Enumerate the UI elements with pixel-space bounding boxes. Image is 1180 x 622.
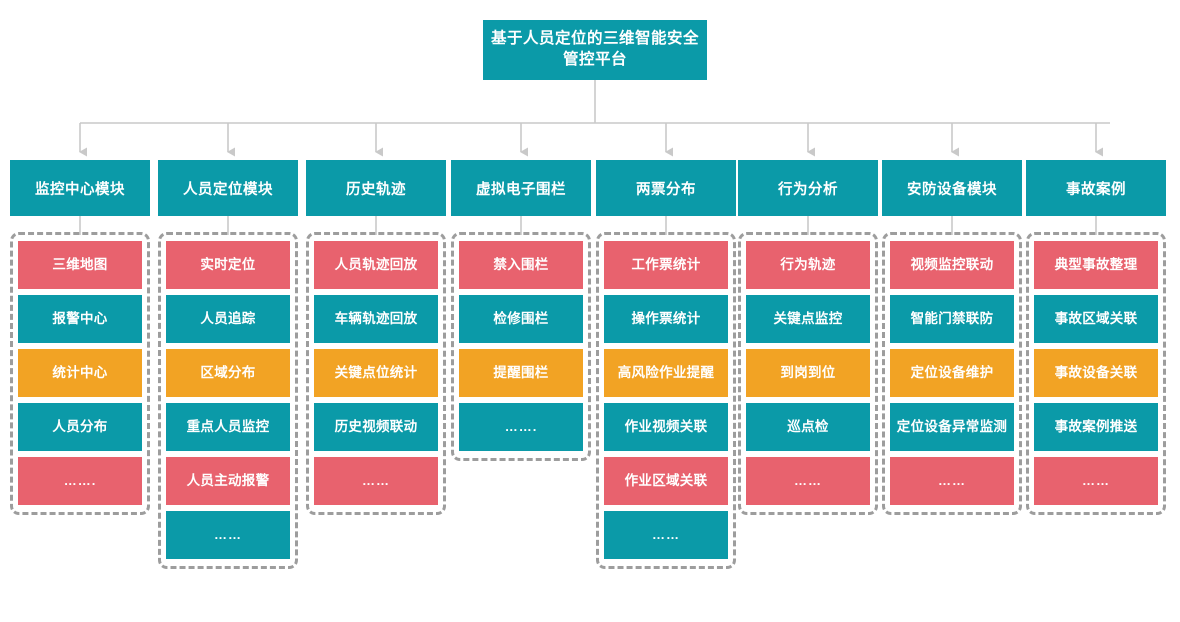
group-box-2: 人员轨迹回放 车辆轨迹回放 关键点位统计 历史视频联动 …… <box>306 232 446 515</box>
leaf-node[interactable]: 巡点检 <box>746 403 870 451</box>
leaf-node-ellipsis[interactable]: …… <box>890 457 1014 505</box>
leaf-node[interactable]: 历史视频联动 <box>314 403 438 451</box>
leaf-node[interactable]: 视频监控联动 <box>890 241 1014 289</box>
leaf-node[interactable]: 关键点位统计 <box>314 349 438 397</box>
column-monitoring-center: 监控中心模块 三维地图 报警中心 统计中心 人员分布 ……. <box>10 160 150 515</box>
column-accident-cases: 事故案例 典型事故整理 事故区域关联 事故设备关联 事故案例推送 …… <box>1026 160 1166 515</box>
column-header-6[interactable]: 安防设备模块 <box>882 160 1022 216</box>
leaf-node-ellipsis[interactable]: …… <box>604 511 728 559</box>
leaf-node[interactable]: 区域分布 <box>166 349 290 397</box>
leaf-node[interactable]: 人员主动报警 <box>166 457 290 505</box>
leaf-node-ellipsis[interactable]: …… <box>166 511 290 559</box>
column-personnel-positioning: 人员定位模块 实时定位 人员追踪 区域分布 重点人员监控 人员主动报警 …… <box>158 160 298 569</box>
leaf-node[interactable]: 定位设备维护 <box>890 349 1014 397</box>
leaf-node-ellipsis[interactable]: …… <box>1034 457 1158 505</box>
leaf-node[interactable]: 行为轨迹 <box>746 241 870 289</box>
leaf-node[interactable]: 作业区域关联 <box>604 457 728 505</box>
leaf-node[interactable]: 车辆轨迹回放 <box>314 295 438 343</box>
leaf-node[interactable]: 事故区域关联 <box>1034 295 1158 343</box>
leaf-node[interactable]: 实时定位 <box>166 241 290 289</box>
column-history-track: 历史轨迹 人员轨迹回放 车辆轨迹回放 关键点位统计 历史视频联动 …… <box>306 160 446 515</box>
leaf-node[interactable]: 智能门禁联防 <box>890 295 1014 343</box>
group-box-7: 典型事故整理 事故区域关联 事故设备关联 事故案例推送 …… <box>1026 232 1166 515</box>
column-header-0[interactable]: 监控中心模块 <box>10 160 150 216</box>
column-two-tickets: 两票分布 工作票统计 操作票统计 高风险作业提醒 作业视频关联 作业区域关联 …… <box>596 160 736 569</box>
leaf-node[interactable]: 工作票统计 <box>604 241 728 289</box>
group-box-6: 视频监控联动 智能门禁联防 定位设备维护 定位设备异常监测 …… <box>882 232 1022 515</box>
leaf-node-ellipsis[interactable]: …… <box>746 457 870 505</box>
group-box-4: 工作票统计 操作票统计 高风险作业提醒 作业视频关联 作业区域关联 …… <box>596 232 736 569</box>
leaf-node-ellipsis[interactable]: …… <box>314 457 438 505</box>
leaf-node[interactable]: 检修围栏 <box>459 295 583 343</box>
leaf-node[interactable]: 定位设备异常监测 <box>890 403 1014 451</box>
leaf-node-ellipsis[interactable]: ……. <box>18 457 142 505</box>
column-security-devices: 安防设备模块 视频监控联动 智能门禁联防 定位设备维护 定位设备异常监测 …… <box>882 160 1022 515</box>
leaf-node[interactable]: 提醒围栏 <box>459 349 583 397</box>
leaf-node[interactable]: 禁入围栏 <box>459 241 583 289</box>
leaf-node[interactable]: 人员追踪 <box>166 295 290 343</box>
column-header-7[interactable]: 事故案例 <box>1026 160 1166 216</box>
column-header-5[interactable]: 行为分析 <box>738 160 878 216</box>
leaf-node[interactable]: 重点人员监控 <box>166 403 290 451</box>
leaf-node[interactable]: 高风险作业提醒 <box>604 349 728 397</box>
leaf-node[interactable]: 关键点监控 <box>746 295 870 343</box>
leaf-node[interactable]: 人员轨迹回放 <box>314 241 438 289</box>
group-box-5: 行为轨迹 关键点监控 到岗到位 巡点检 …… <box>738 232 878 515</box>
leaf-node[interactable]: 作业视频关联 <box>604 403 728 451</box>
group-box-3: 禁入围栏 检修围栏 提醒围栏 ……. <box>451 232 591 461</box>
leaf-node[interactable]: 典型事故整理 <box>1034 241 1158 289</box>
platform-title: 基于人员定位的三维智能安全管控平台 <box>483 20 707 80</box>
column-header-1[interactable]: 人员定位模块 <box>158 160 298 216</box>
leaf-node[interactable]: 统计中心 <box>18 349 142 397</box>
leaf-node[interactable]: 事故案例推送 <box>1034 403 1158 451</box>
leaf-node[interactable]: 报警中心 <box>18 295 142 343</box>
leaf-node[interactable]: 人员分布 <box>18 403 142 451</box>
column-behavior-analysis: 行为分析 行为轨迹 关键点监控 到岗到位 巡点检 …… <box>738 160 878 515</box>
group-box-1: 实时定位 人员追踪 区域分布 重点人员监控 人员主动报警 …… <box>158 232 298 569</box>
leaf-node[interactable]: 操作票统计 <box>604 295 728 343</box>
leaf-node[interactable]: 事故设备关联 <box>1034 349 1158 397</box>
leaf-node-ellipsis[interactable]: ……. <box>459 403 583 451</box>
column-virtual-fence: 虚拟电子围栏 禁入围栏 检修围栏 提醒围栏 ……. <box>451 160 591 461</box>
column-header-4[interactable]: 两票分布 <box>596 160 736 216</box>
column-header-2[interactable]: 历史轨迹 <box>306 160 446 216</box>
group-box-0: 三维地图 报警中心 统计中心 人员分布 ……. <box>10 232 150 515</box>
column-header-3[interactable]: 虚拟电子围栏 <box>451 160 591 216</box>
leaf-node[interactable]: 三维地图 <box>18 241 142 289</box>
leaf-node[interactable]: 到岗到位 <box>746 349 870 397</box>
